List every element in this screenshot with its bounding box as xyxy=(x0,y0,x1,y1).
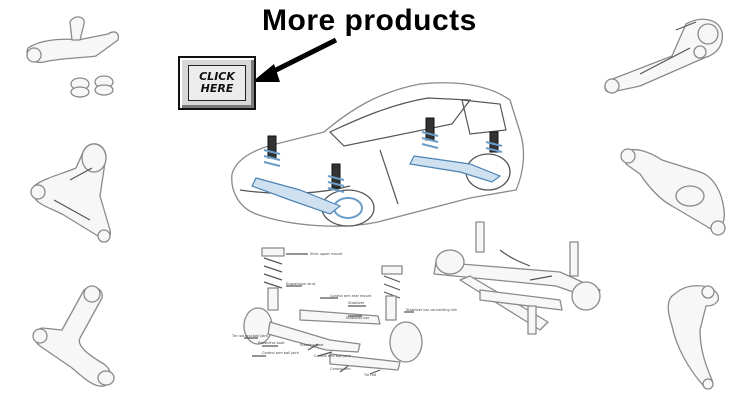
label-steering-gear: Steering gear xyxy=(300,343,324,347)
rear-suspension-diagram xyxy=(433,221,601,335)
label-control-arm-rear-mount: Control arm rear mount xyxy=(330,294,372,298)
product-front-lower-control-arm[interactable] xyxy=(30,143,111,243)
arrow-to-cta xyxy=(252,37,338,82)
click-here-button-face[interactable]: CLICK HERE xyxy=(188,65,246,101)
label-strut-upper-mount: Strut upper mount xyxy=(310,252,343,256)
bent-control-arm-icon xyxy=(667,285,720,390)
click-here-line-1: CLICK xyxy=(199,70,235,83)
label-suspension-strut: Suspension strut xyxy=(286,282,316,286)
label-tie-rod: Tie rod xyxy=(363,373,376,377)
product-rear-lower-arm[interactable] xyxy=(620,148,726,236)
click-here-button[interactable]: CLICK HERE xyxy=(178,56,256,110)
label-protective-boot: Protective boot xyxy=(258,341,285,345)
curved-control-arm-icon xyxy=(32,285,115,387)
car-suspension-diagram xyxy=(231,82,525,227)
label-control-arm-ball-joint-2: Control arm ball joint xyxy=(314,354,352,358)
product-bent-control-arm[interactable] xyxy=(667,285,720,390)
product-upper-control-arm[interactable] xyxy=(26,16,120,98)
car-suspension-icon xyxy=(231,82,525,227)
front-suspension-diagram: Strut upper mount Suspension strut Contr… xyxy=(231,247,458,377)
label-tie-rod-end-ball-joint: Tie rod end ball joint xyxy=(231,334,269,338)
rear-suspension-diagram-icon xyxy=(433,221,601,335)
product-curved-control-arm[interactable] xyxy=(32,285,115,387)
front-suspension-diagram-icon: Strut upper mount Suspension strut Contr… xyxy=(231,247,458,377)
front-diagram-labels: Strut upper mount Suspension strut Contr… xyxy=(231,252,458,377)
label-stabilizer-bar-link: Stabilizer bar connecting link xyxy=(406,308,458,312)
upper-control-arm-icon xyxy=(26,16,120,98)
label-control-arm-ball-joint-1: Control arm ball joint xyxy=(262,351,300,355)
label-stabilizer: Stabilizer xyxy=(348,301,365,305)
product-rear-trailing-arm[interactable] xyxy=(604,18,724,94)
label-stabilizer-bar: Stabilizer bar xyxy=(346,316,370,320)
rear-trailing-arm-icon xyxy=(604,18,724,94)
label-control-arm: Control arm xyxy=(330,367,351,371)
page-title: More products xyxy=(262,4,477,37)
front-lower-control-arm-icon xyxy=(30,143,111,243)
click-here-line-2: HERE xyxy=(200,82,234,95)
rear-lower-arm-icon xyxy=(620,148,726,236)
